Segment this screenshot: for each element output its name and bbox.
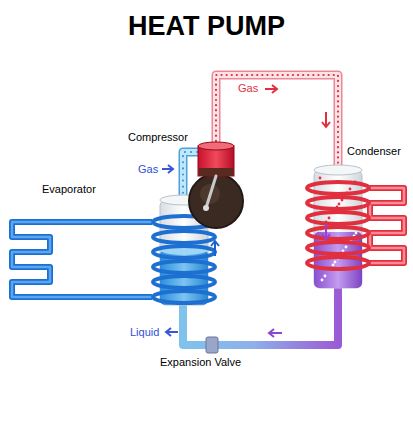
coil-turn (153, 246, 215, 258)
coil-turn (307, 257, 369, 269)
part-name: Condenser (347, 145, 401, 158)
part-name: Expansion Valve (160, 356, 241, 369)
condenser-coil-highlight (368, 188, 404, 263)
evaporator-coil (153, 216, 215, 303)
compressor-cylinder-top (198, 142, 234, 150)
bubble (338, 203, 341, 206)
condenser-coil (307, 182, 369, 269)
expansion-valve-body (206, 337, 218, 353)
flow-arrow (322, 112, 330, 127)
coil-turn (307, 242, 369, 254)
coil-turn (307, 212, 369, 224)
compressor-crankcase (189, 174, 243, 228)
coil-turn (307, 182, 369, 194)
bubble (324, 275, 327, 278)
piston-rod (206, 176, 216, 208)
part-name: Compressor (128, 131, 188, 144)
crank-pin (203, 205, 209, 211)
state-label: Gas (238, 82, 258, 95)
bubble (319, 177, 322, 180)
evaporator-coil-tube (12, 222, 152, 297)
state-label: Gas (138, 163, 158, 176)
evaporator-coil-highlight (12, 222, 152, 297)
condenser-coil-tube (368, 188, 404, 263)
part-name: Evaporator (42, 183, 96, 196)
flow-arrow (166, 328, 178, 336)
flow-arrow (269, 329, 282, 337)
bubble (332, 264, 335, 267)
bubble (334, 261, 337, 264)
flow-arrow (322, 224, 330, 239)
bubble (355, 232, 358, 235)
bubble (345, 246, 348, 249)
condenser-tank-top (314, 165, 362, 175)
title: HEAT PUMP (0, 10, 413, 42)
coil-turn (153, 291, 215, 303)
coil-turn (153, 261, 215, 273)
coil-turn (307, 227, 369, 239)
coil-turn (153, 276, 215, 288)
bubble (349, 188, 352, 191)
state-label: Liquid (130, 326, 159, 339)
coil-turn (153, 231, 215, 243)
coil-turn (307, 197, 369, 209)
flow-arrow (211, 241, 219, 256)
flow-arrow (162, 165, 173, 173)
bubble (328, 217, 331, 220)
bubble (321, 279, 324, 282)
flow-arrow (265, 85, 277, 93)
